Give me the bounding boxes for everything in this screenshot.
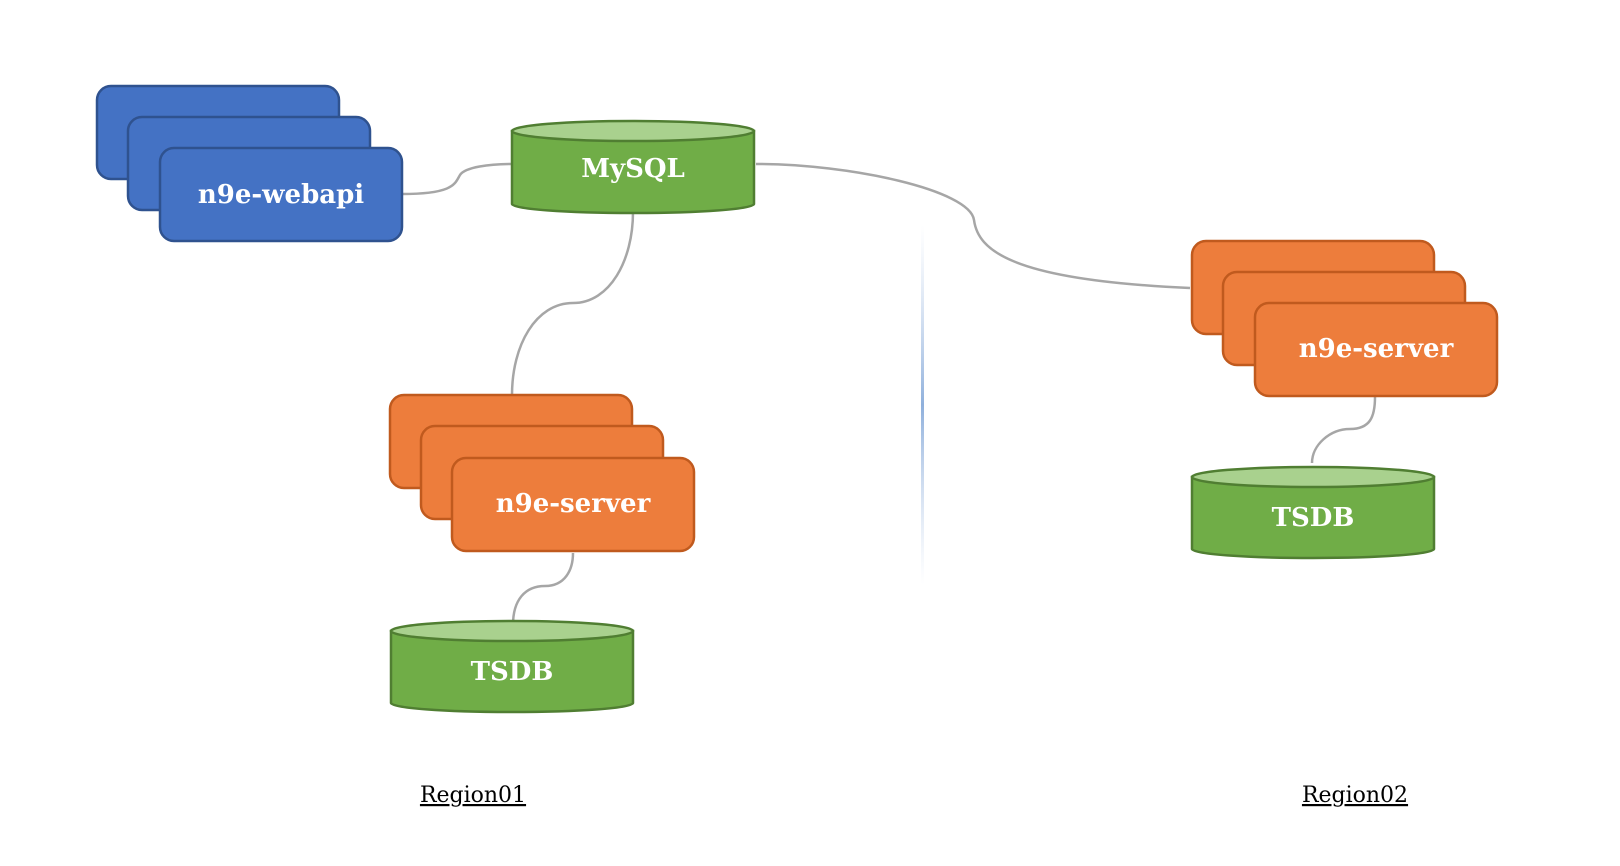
server2-label: n9e-server xyxy=(1299,334,1454,364)
connector-server2-tsdb2 xyxy=(1310,396,1377,464)
tsdb2-label: TSDB xyxy=(1272,503,1355,533)
webapi-label: n9e-webapi xyxy=(198,180,364,210)
connector-mysql-server1 xyxy=(510,211,635,396)
mysql-cylinder: MySQL xyxy=(510,119,756,215)
connector-server1-tsdb1 xyxy=(511,552,575,626)
region-divider xyxy=(921,225,924,585)
tsdb1-label: TSDB xyxy=(471,657,554,687)
connector-mysql-server2 xyxy=(755,162,1191,290)
tsdb-cylinder-region1: TSDB xyxy=(389,619,635,714)
server-stack-region1: n9e-server xyxy=(388,393,696,553)
server-stack-region2: n9e-server xyxy=(1190,239,1499,398)
mysql-label: MySQL xyxy=(581,154,685,184)
connector-webapi-mysql xyxy=(401,162,513,196)
webapi-stack: n9e-webapi xyxy=(95,84,404,243)
region2-label: Region02 xyxy=(1302,783,1408,808)
connectors xyxy=(401,162,1377,626)
server1-label: n9e-server xyxy=(496,489,651,519)
region1-label: Region01 xyxy=(420,783,526,808)
tsdb-cylinder-region2: TSDB xyxy=(1190,465,1436,560)
